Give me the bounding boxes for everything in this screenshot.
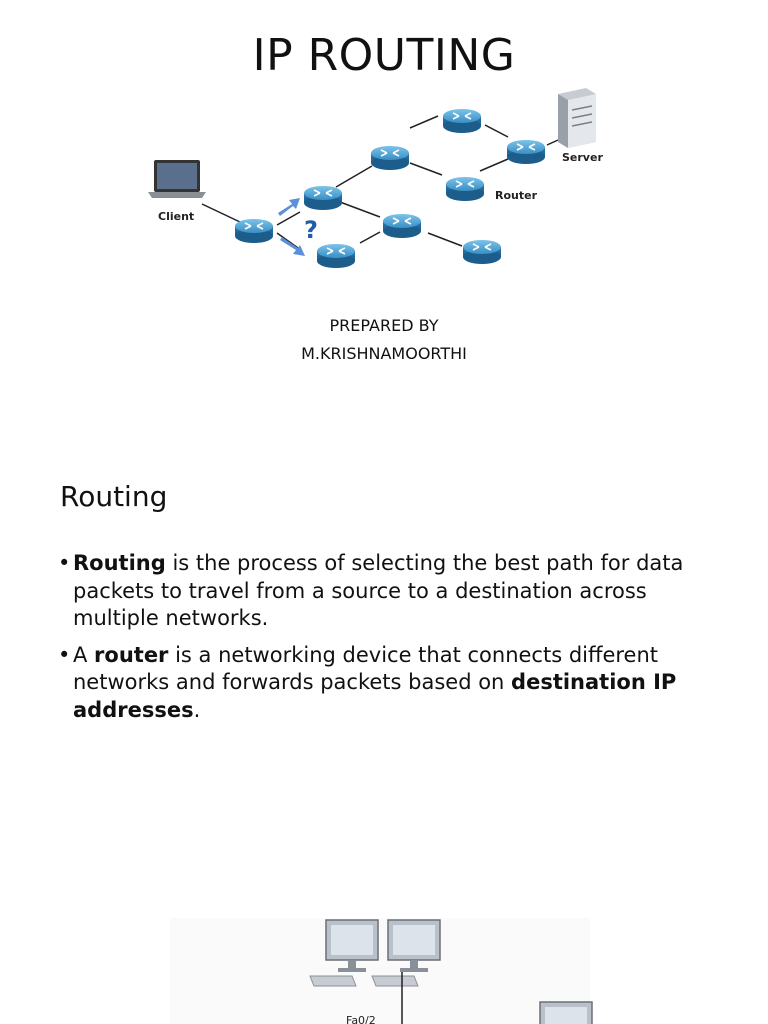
bullet-item-router: • A router is a networking device that c… (58, 642, 718, 725)
network-topology-diagram: Fa0/2 (170, 918, 593, 1024)
router-label: Router (495, 189, 538, 202)
slide-network-partial: Fa0/2 (0, 890, 768, 1024)
slide-title-heading: IP ROUTING (252, 30, 516, 81)
bullet-text: is the process of selecting the best pat… (73, 551, 684, 630)
port-label: Fa0/2 (346, 1014, 376, 1024)
bullet-list: • Routing is the process of selecting th… (58, 550, 718, 733)
bold-term-router: router (94, 642, 169, 667)
bold-term-routing: Routing (73, 551, 166, 575)
computer-icon (539, 1001, 593, 1024)
router-icon (442, 108, 482, 134)
server-icon (558, 88, 596, 148)
slide-title: IP ROUTING (0, 0, 768, 410)
router-icon (506, 139, 546, 165)
laptop-icon (148, 160, 206, 198)
question-mark: ? (304, 216, 318, 244)
router-icon (462, 239, 502, 265)
bullet-dot-icon: • (58, 642, 71, 667)
credits: PREPARED BY M.KRISHNAMOORTHI (0, 312, 768, 368)
router-icon (382, 213, 422, 239)
router-icon (316, 243, 356, 269)
bullet-text: . (193, 697, 201, 722)
client-label: Client (158, 210, 194, 223)
author-name: M.KRISHNAMOORTHI (301, 344, 467, 363)
server-label: Server (562, 151, 603, 164)
bullet-item-routing: • Routing is the process of selecting th… (58, 550, 718, 633)
routing-diagram: Client Server Router ? (148, 88, 603, 269)
router-icon (445, 176, 485, 202)
router-icon (234, 218, 274, 244)
bold-term-destination-ip: destination IP addresses (73, 670, 677, 722)
computer-icon (371, 919, 441, 987)
slide-routing-heading: Routing (60, 480, 168, 513)
slide-routing: Routing • Routing is the process of sele… (0, 450, 768, 890)
bullet-text: is a networking device that connects dif… (73, 642, 659, 695)
network-links (201, 115, 559, 249)
bullet-text: A (73, 642, 95, 667)
router-icon (303, 185, 343, 211)
prepared-by-text: PREPARED BY (329, 316, 439, 335)
path-arrow-icon (278, 198, 305, 256)
router-icon (370, 145, 410, 171)
computer-icon (309, 919, 379, 987)
bullet-dot-icon: • (58, 551, 71, 575)
